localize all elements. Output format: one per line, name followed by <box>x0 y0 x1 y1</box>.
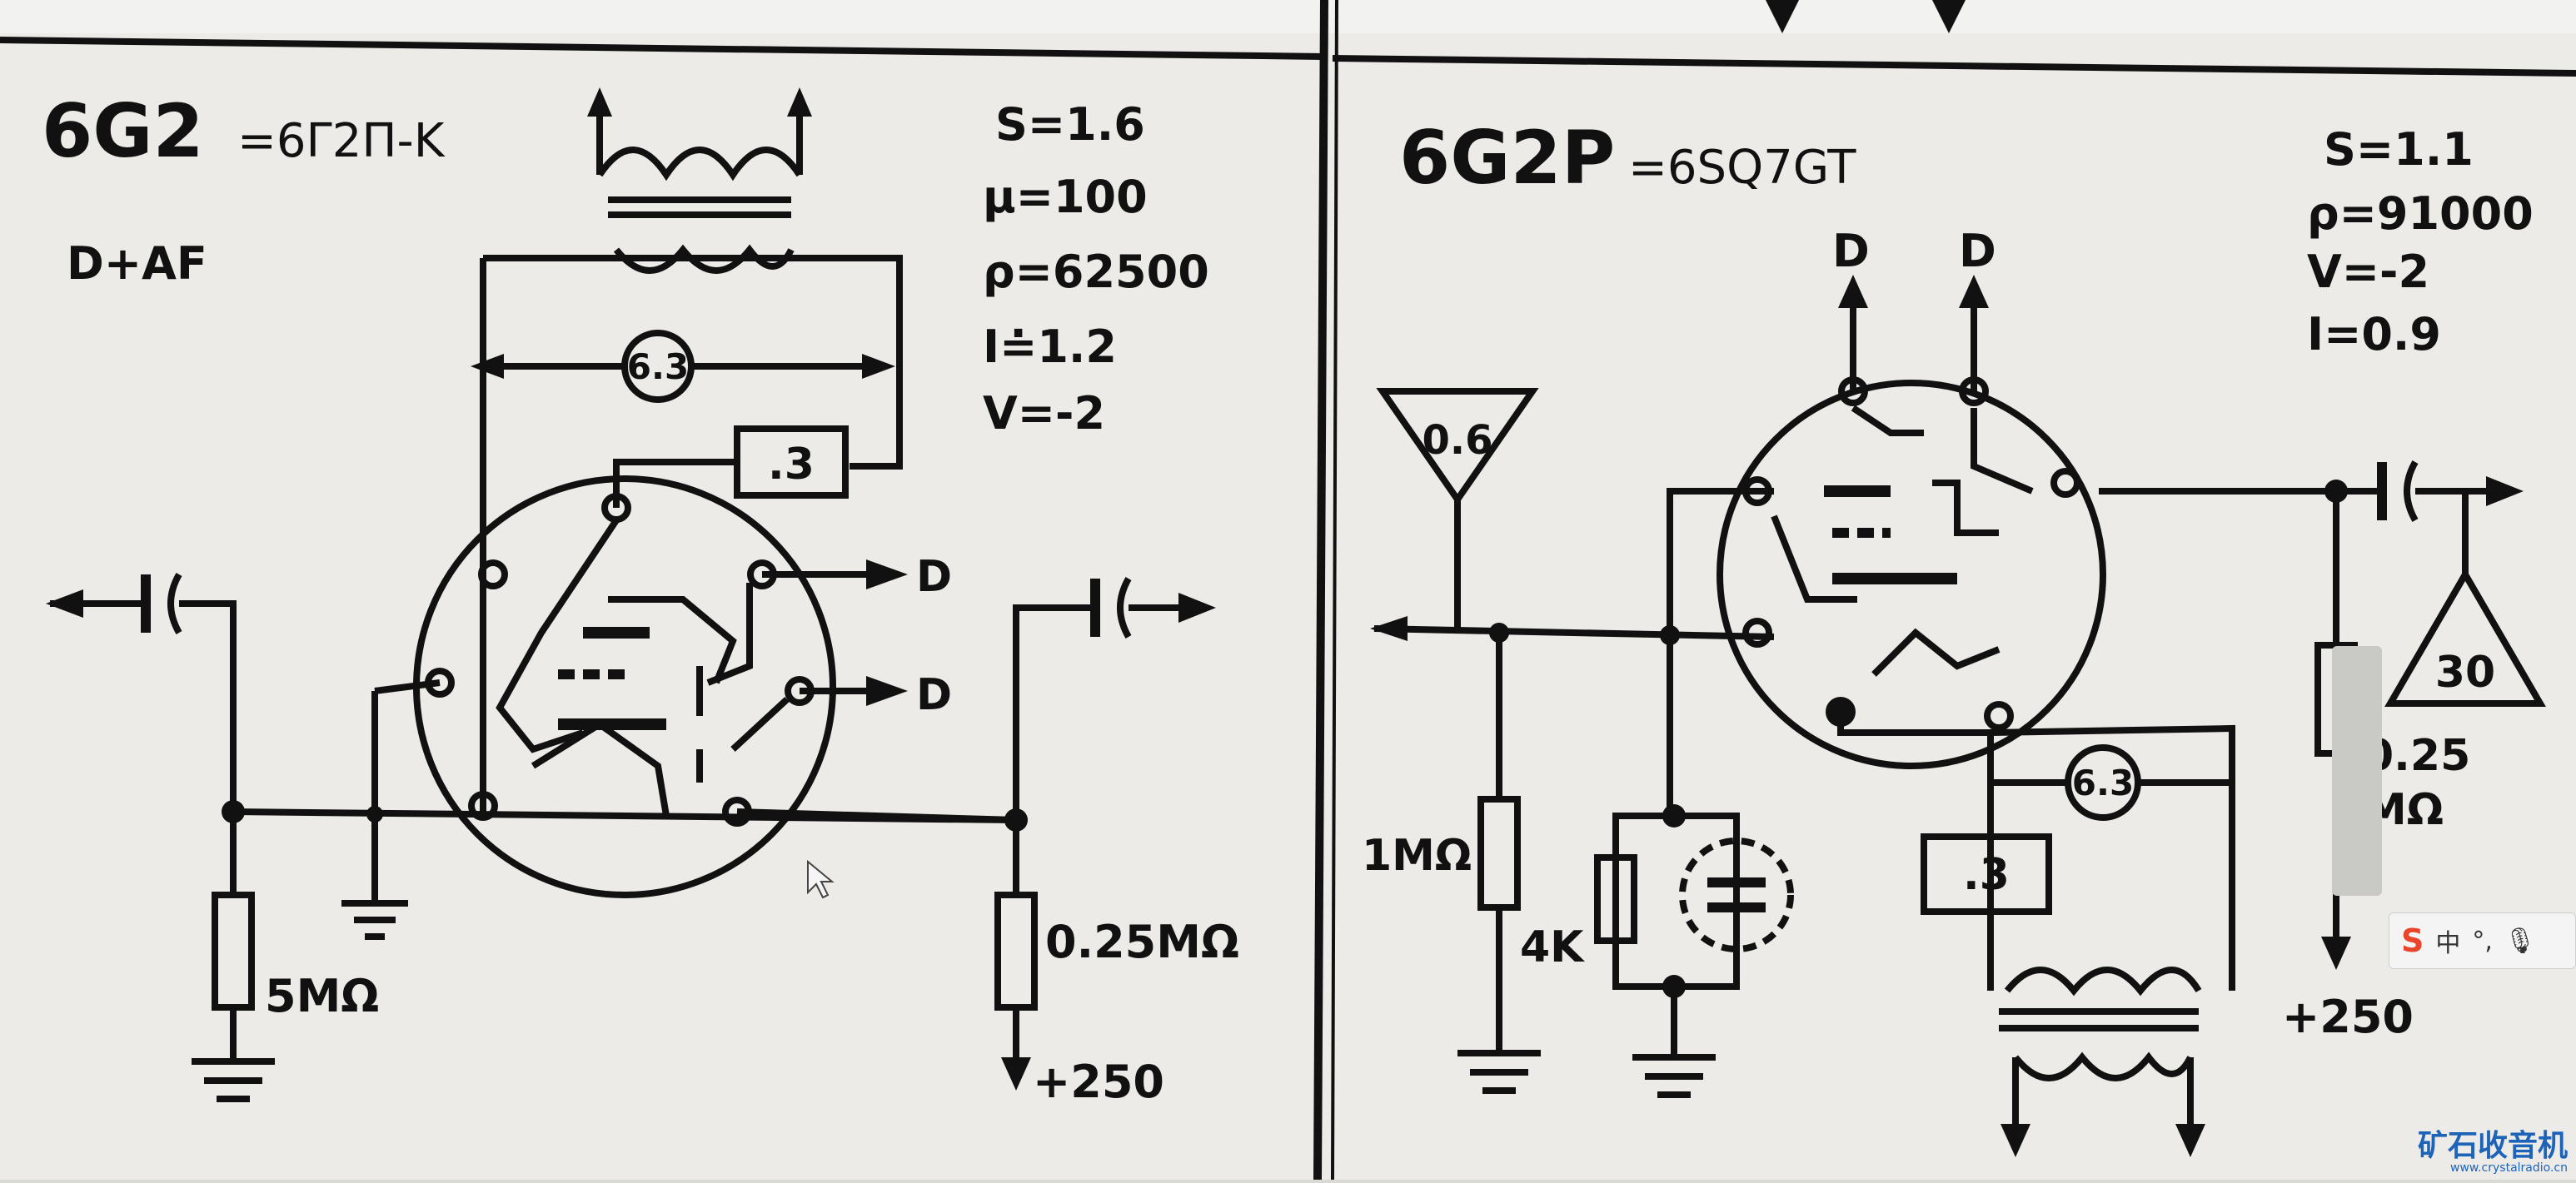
tube-equivalent-right: =6SQ7GT <box>1628 141 1856 195</box>
ime-language-toggle[interactable]: 中 <box>2435 922 2460 959</box>
output-d1-right: D <box>1832 225 1870 277</box>
function-label: D+AF <box>67 237 207 290</box>
spec-current-right: I=0.9 <box>2307 308 2441 360</box>
paper <box>0 33 2576 1180</box>
grid-resistor-left: 5MΩ <box>265 970 379 1022</box>
spec-rho: ρ=62500 <box>983 246 1209 298</box>
watermark-url: www.crystalradio.cn <box>2418 1161 2568 1175</box>
plate-resistor-left: 0.25MΩ <box>1045 916 1239 968</box>
spec-mu: μ=100 <box>983 171 1148 223</box>
watermark-title: 矿石收音机 <box>2418 1131 2568 1161</box>
ime-toolbar[interactable]: S 中 °, 🎙 <box>2389 912 2576 969</box>
spec-voltage: V=-2 <box>983 387 1105 440</box>
output-level: 30 <box>2435 648 2495 698</box>
tube-title-6g2: 6G2 <box>42 88 204 174</box>
heater-voltage-right: 6.3 <box>2072 763 2134 803</box>
output-d1-left: D <box>916 552 952 602</box>
tube-title-6g2p: 6G2P <box>1399 115 1615 201</box>
ime-punctuation-toggle[interactable]: °, <box>2472 927 2493 956</box>
floating-status-widget[interactable] <box>2332 646 2382 896</box>
supply-right: +250 <box>2282 991 2414 1043</box>
spec-current: I≐1.2 <box>983 321 1117 373</box>
heater-voltage-left: 6.3 <box>627 346 689 387</box>
spec-s-right: S=1.1 <box>2324 123 2474 176</box>
heater-current-right: .3 <box>1963 850 2010 900</box>
ime-logo-icon[interactable]: S <box>2401 922 2424 959</box>
spec-rho-right: ρ=91000 <box>2307 187 2534 240</box>
grid-resistor-right: 1MΩ <box>1362 831 1472 881</box>
spec-s: S=1.6 <box>995 98 1145 151</box>
input-level: 0.6 <box>1422 417 1492 464</box>
supply-left: +250 <box>1033 1056 1164 1108</box>
microphone-icon[interactable]: 🎙 <box>2504 927 2536 956</box>
tube-equivalent-left: =6Γ2Π-K <box>237 114 446 168</box>
spec-voltage-right: V=-2 <box>2307 246 2429 298</box>
heater-current-left: .3 <box>768 440 815 490</box>
output-d2-right: D <box>1959 225 1996 277</box>
output-d2-left: D <box>916 670 952 720</box>
site-watermark: 矿石收音机 www.crystalradio.cn <box>2418 1131 2568 1175</box>
cathode-resistor: 4K <box>1520 922 1585 972</box>
